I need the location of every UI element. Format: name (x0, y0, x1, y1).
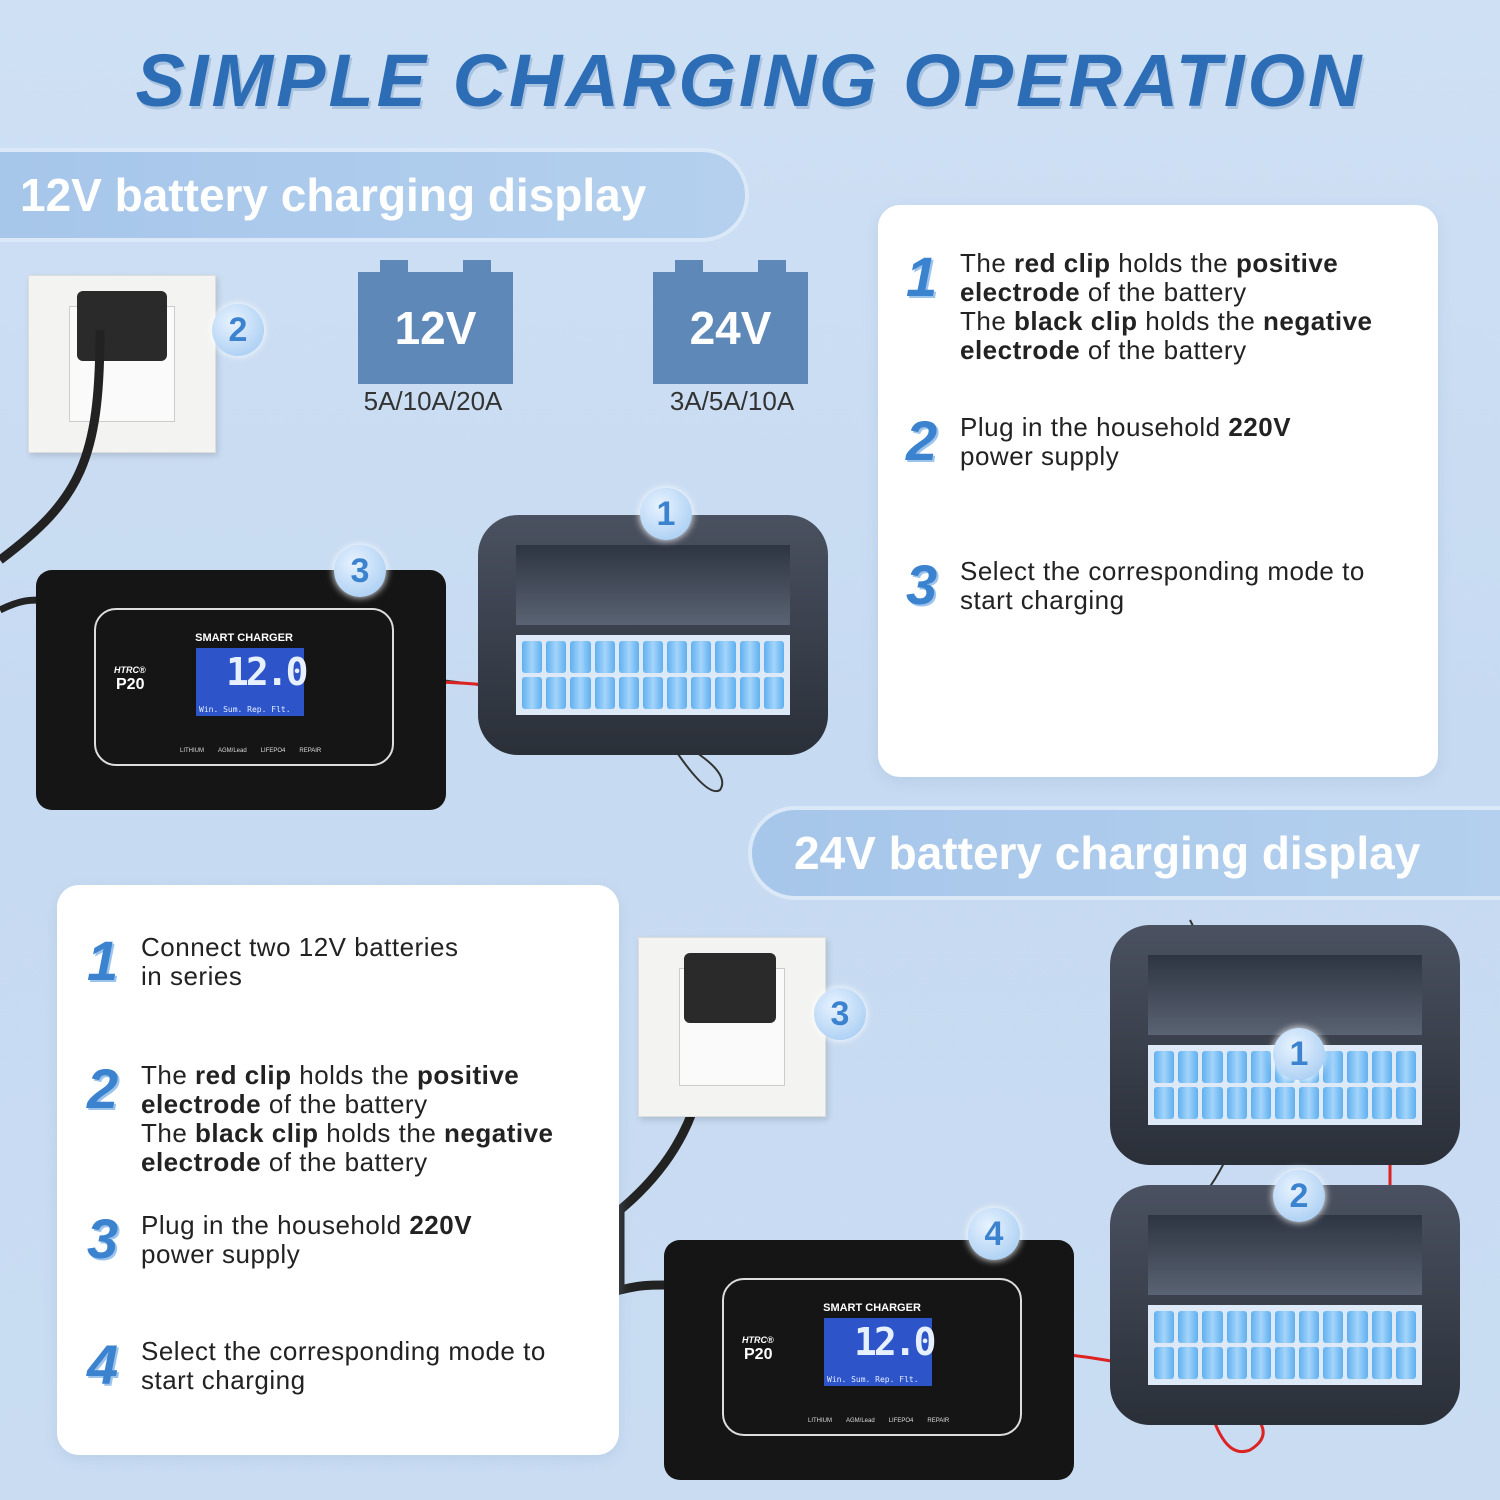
step-text-segment: The (960, 248, 1015, 278)
amps-24v: 3A/5A/10A (669, 386, 795, 416)
emphasis-text: 220V (409, 1210, 473, 1240)
mode-button-agm[interactable]: AGM/Lead (846, 1418, 875, 1424)
amps-12v: 5A/10A/20A (363, 386, 503, 416)
mode-button-agm[interactable]: AGM/Lead (218, 748, 247, 754)
step-text-segment: of the battery (1080, 335, 1247, 365)
wall-outlet (638, 937, 826, 1117)
page-title: SIMPLE CHARGING OPERATION (135, 39, 1365, 122)
step-text-segment: start charging (960, 585, 1125, 615)
step-text-segment: power supply (141, 1239, 301, 1269)
step-text: Plug in the household 220V power supply (141, 1211, 472, 1269)
battery-icon-24v: 24V (653, 260, 808, 384)
charger-model: P20 (744, 1346, 773, 1363)
step-number: 2 (87, 1057, 119, 1120)
emphasis-text: electrode (141, 1147, 262, 1177)
step-badge: 1 (640, 488, 692, 540)
step-text: Plug in the household 220V power supply (960, 413, 1291, 471)
step-text-segment: start charging (141, 1365, 306, 1395)
lcd-value: 12.0 (854, 1320, 936, 1364)
charger-brand: HTRC® (114, 665, 146, 675)
step-number: 3 (87, 1207, 119, 1270)
charger-model: P20 (116, 676, 145, 693)
emphasis-text: electrode (141, 1089, 262, 1119)
step-text: The red clip holds the positive electrode… (141, 1061, 554, 1177)
step-text-segment: power supply (960, 441, 1120, 471)
charger-heading: SMART CHARGER (823, 1302, 921, 1314)
step-number: 4 (87, 1333, 119, 1396)
step-badge: 4 (968, 1208, 1020, 1260)
wall-outlet (28, 275, 216, 453)
mode-button-repair[interactable]: REPAIR (927, 1418, 950, 1424)
step-text-segment: of the battery (261, 1089, 428, 1119)
step-number: 3 (906, 553, 938, 616)
step-number: 1 (906, 245, 938, 308)
step-text-segment: holds the (1110, 248, 1236, 278)
step-badge: 2 (1273, 1170, 1325, 1222)
banner-24v: 24V battery charging display (752, 810, 1500, 896)
battery-unit-bottom (1110, 1185, 1460, 1425)
step-number: 1 (87, 929, 119, 992)
lcd-value: 12.0 (226, 650, 308, 694)
battery-unit (478, 515, 828, 755)
step-text-segment: Select the corresponding mode to (141, 1336, 546, 1366)
mode-button-lifepo4[interactable]: LIFEPO4 (888, 1418, 914, 1424)
step-text-segment: Connect two 12V batteries (141, 932, 459, 962)
emphasis-text: electrode (960, 277, 1081, 307)
emphasis-text: electrode (960, 335, 1081, 365)
step-badge: 3 (814, 988, 866, 1040)
battery-icon-12v: 12V (358, 260, 513, 384)
lcd-modes: Win. Sum. Rep. Flt. (199, 705, 291, 714)
step-text-segment: Plug in the household (141, 1210, 410, 1240)
step-text-segment: The (141, 1118, 196, 1148)
emphasis-text: negative (444, 1118, 554, 1148)
emphasis-text: positive (417, 1060, 520, 1090)
charger-brand: HTRC® (742, 1335, 774, 1345)
mode-button-repair[interactable]: REPAIR (299, 748, 322, 754)
emphasis-text: red clip (195, 1060, 292, 1090)
step-badge: 2 (212, 304, 264, 356)
emphasis-text: red clip (1014, 248, 1111, 278)
step-badge: 3 (334, 545, 386, 597)
mode-button-lithium[interactable]: LITHIUM (180, 748, 204, 754)
step-text-segment: holds the (291, 1060, 417, 1090)
step-text-segment: holds the (1137, 306, 1264, 336)
emphasis-text: black clip (195, 1118, 319, 1148)
charger-heading: SMART CHARGER (195, 632, 293, 644)
step-text-segment: holds the (318, 1118, 445, 1148)
step-text-segment: The (960, 306, 1015, 336)
step-text: The red clip holds the positive electrode… (960, 249, 1373, 365)
step-number: 2 (906, 409, 938, 472)
lcd-modes: Win. Sum. Rep. Flt. (827, 1375, 919, 1384)
step-text-segment: of the battery (1080, 277, 1247, 307)
emphasis-text: negative (1263, 306, 1373, 336)
mode-button-lifepo4[interactable]: LIFEPO4 (260, 748, 286, 754)
emphasis-text: 220V (1228, 412, 1292, 442)
emphasis-text: black clip (1014, 306, 1138, 336)
step-text-segment: in series (141, 961, 243, 991)
step-text-segment: of the battery (261, 1147, 428, 1177)
banner-12v: 12V battery charging display (0, 152, 745, 238)
emphasis-text: positive (1236, 248, 1339, 278)
step-text-segment: Plug in the household (960, 412, 1229, 442)
step-badge: 1 (1273, 1028, 1325, 1080)
mode-button-lithium[interactable]: LITHIUM (808, 1418, 832, 1424)
step-text-segment: Select the corresponding mode to (960, 556, 1365, 586)
step-text-segment: The (141, 1060, 196, 1090)
